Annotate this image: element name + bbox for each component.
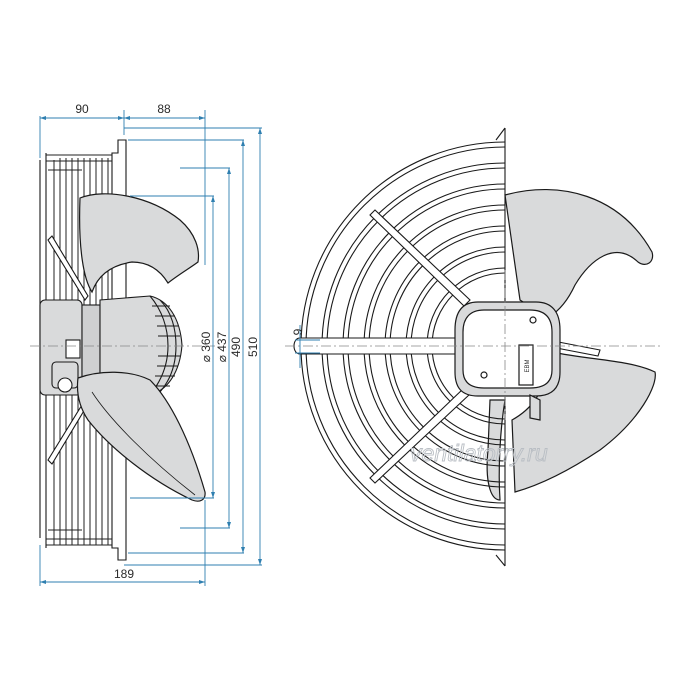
dim-dia-360: ⌀ 360 bbox=[199, 331, 213, 362]
dim-88: 88 bbox=[157, 102, 171, 116]
dim-dia-437: ⌀ 437 bbox=[215, 331, 229, 362]
side-motor bbox=[39, 295, 183, 396]
side-struts bbox=[47, 235, 89, 465]
dim-189: 189 bbox=[114, 567, 134, 581]
dimension-arrows bbox=[40, 116, 262, 584]
dim-9: 9 bbox=[291, 328, 305, 335]
side-lower-blade bbox=[76, 371, 206, 502]
side-upper-blade bbox=[79, 193, 200, 294]
slot-dimension bbox=[295, 325, 320, 368]
front-axes bbox=[285, 270, 660, 420]
front-grille-spokes bbox=[293, 209, 601, 484]
front-motor bbox=[454, 301, 561, 421]
side-view: 90 88 189 ⌀ 360 ⌀ 437 490 510 bbox=[30, 102, 262, 586]
dim-490: 490 bbox=[229, 337, 243, 357]
dim-510: 510 bbox=[246, 337, 260, 357]
dim-90: 90 bbox=[75, 102, 89, 116]
watermark: ventilatorry.ru bbox=[410, 440, 548, 466]
side-dimension-lines bbox=[39, 110, 262, 586]
motor-label: EBM bbox=[525, 359, 531, 372]
front-view: EBM 9 bbox=[285, 127, 660, 567]
